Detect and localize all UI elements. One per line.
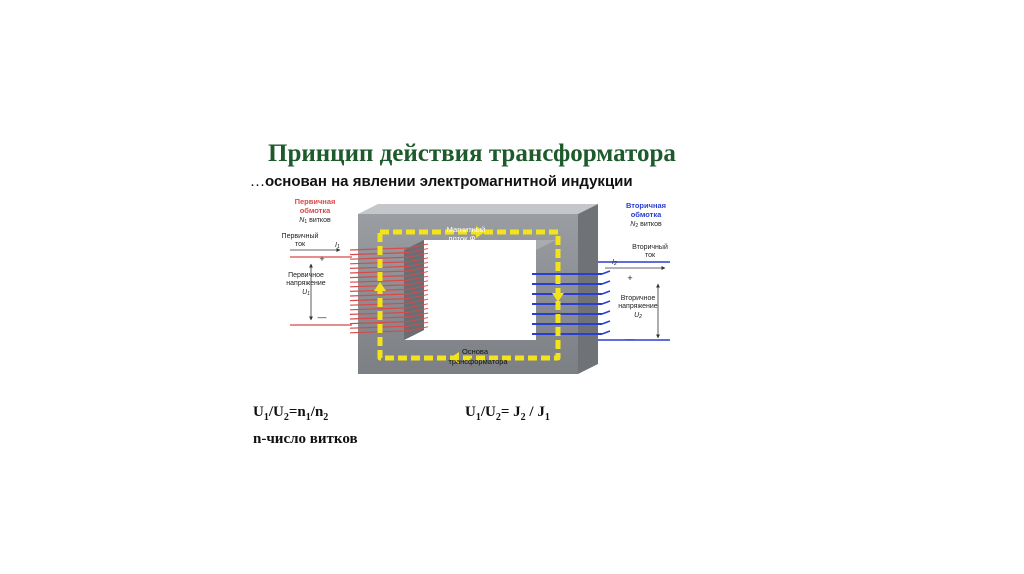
secondary-winding-label: Вторичная <box>626 201 666 210</box>
flux-arrow-icon <box>476 226 485 238</box>
primary-coil-back <box>407 298 429 304</box>
primary-coil-back <box>407 303 429 309</box>
magnetic-flux-label: Магнитный <box>447 225 486 234</box>
primary-coil-back <box>407 289 429 295</box>
primary-coil-back <box>407 326 429 332</box>
slide-title: Принцип действия трансформатора <box>268 140 676 167</box>
primary-coil-back <box>407 243 429 249</box>
secondary-turns-label: N2 витков <box>630 221 662 229</box>
primary-coil-back <box>407 317 429 323</box>
core-right-face <box>578 204 598 374</box>
secondary-winding-label-2: обмотка <box>631 210 662 219</box>
flux-arrow-icon <box>450 352 459 364</box>
core-top-face <box>358 204 598 214</box>
secondary-coil-edge <box>601 270 611 275</box>
primary-coil-turn <box>349 321 409 325</box>
primary-coil-turn <box>349 293 409 297</box>
primary-current-label-2: ток <box>295 241 306 248</box>
subtitle-text: основан на явлении электромагнитной инду… <box>265 173 633 190</box>
flux-arrow-icon <box>552 293 564 302</box>
primary-turns-label: N1 витков <box>299 217 331 225</box>
secondary-coil-edge <box>601 310 611 315</box>
primary-coil-back <box>407 307 429 313</box>
primary-winding-label-2: обмотка <box>300 206 331 215</box>
primary-voltage-label-2: напряжение <box>286 280 326 287</box>
core-label-2: трансформатора <box>448 357 508 366</box>
primary-coil-back <box>407 248 429 254</box>
primary-coil-back <box>407 321 429 327</box>
primary-current-label: Первичный <box>282 232 319 240</box>
core-window <box>424 240 536 330</box>
primary-coil-back <box>407 312 429 318</box>
primary-coil-back <box>407 284 429 290</box>
secondary-coil-edge <box>601 280 611 285</box>
voltage-turns-formula: U1/U2=n1/n2 <box>253 404 329 423</box>
secondary-voltage-label-2: напряжение <box>618 303 658 310</box>
secondary-winding <box>532 261 670 341</box>
primary-current-symbol: I1 <box>335 242 340 250</box>
secondary-coil-edge <box>601 290 611 295</box>
secondary-plus: + <box>627 273 632 283</box>
primary-coil-back <box>407 275 429 281</box>
transformer-diagram: Магнитный поток Ф Основа трансформатора … <box>282 197 670 374</box>
secondary-current-symbol: I2 <box>612 259 617 267</box>
secondary-voltage-label: Вторичное <box>621 295 656 302</box>
primary-coil-back <box>407 266 429 272</box>
primary-voltage-label: Первичное <box>288 272 324 279</box>
flux-arrow-icon <box>374 282 386 291</box>
secondary-minus: — <box>626 334 635 344</box>
turns-note: n-число витков <box>253 431 358 447</box>
secondary-coil-edge <box>601 300 611 305</box>
magnetic-flux-label-2: поток Ф <box>449 234 476 243</box>
primary-coil-back <box>407 294 429 300</box>
secondary-current-label: Вторичный <box>632 243 668 251</box>
subtitle-ellipsis: … <box>250 174 265 190</box>
primary-coil-turn <box>349 279 409 283</box>
primary-winding-label: Первичная <box>295 197 336 206</box>
primary-minus: — <box>318 312 327 322</box>
secondary-current-label-2: ток <box>645 252 656 259</box>
primary-coil-back <box>407 257 429 263</box>
secondary-coil-edge <box>601 320 611 325</box>
secondary-coil-edge <box>601 330 611 335</box>
core-label: Основа <box>462 347 489 356</box>
magnetic-flux-path <box>377 229 561 361</box>
slide-subtitle: …основан на явлении электромагнитной инд… <box>250 173 633 191</box>
primary-plus: + <box>319 254 324 264</box>
primary-coil-back <box>407 271 429 277</box>
primary-coil-back <box>407 261 429 267</box>
primary-coil-turn <box>349 307 409 311</box>
voltage-current-formula: U1/U2= J2 / J1 <box>465 404 550 423</box>
secondary-voltage-symbol: U2 <box>634 312 642 320</box>
primary-voltage-symbol: U1 <box>302 289 310 297</box>
primary-coil-back <box>407 252 429 258</box>
primary-coil-back <box>407 280 429 286</box>
primary-coil-turn <box>349 256 409 260</box>
